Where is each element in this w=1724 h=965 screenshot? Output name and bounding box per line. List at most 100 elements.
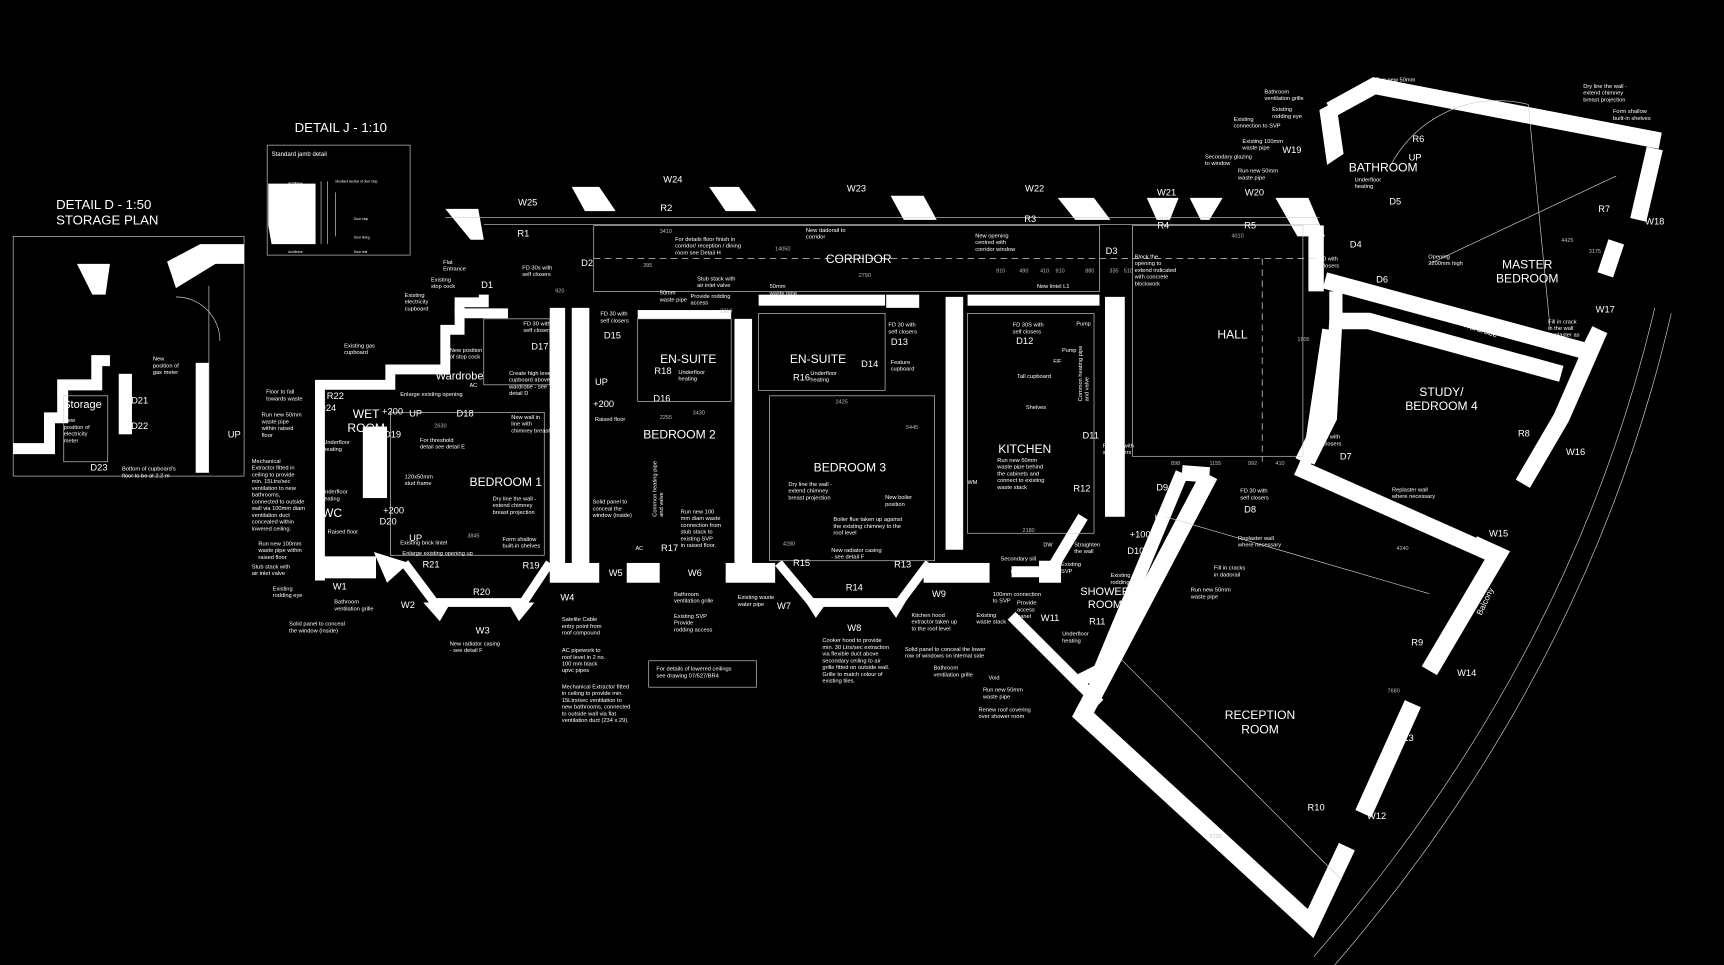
room-label-corridor: CORRIDOR [826, 252, 892, 266]
annotation-bath-vent1-line: Bathroom [334, 600, 359, 606]
window-tag: W24 [663, 175, 682, 185]
annotation-rodding-eye3-line: rodding eye [1272, 114, 1302, 120]
annotation-opening-2200-line: Opening [1428, 254, 1450, 260]
annotation-stub-stack2-line: air inlet valve [697, 283, 730, 289]
room-label-wet-room-line: ROOM [347, 421, 385, 435]
annotation-run50-kitchen-line: waste stack [996, 485, 1027, 491]
annotation-gas-cupboard-line: cupboard [344, 350, 368, 356]
radiator-tag: R13 [894, 559, 911, 569]
jamb-label: Architrave [288, 182, 303, 186]
room-label-wardrobe-line: Wardrobe [436, 370, 484, 382]
dimension-label: 14050 [775, 247, 790, 253]
window-tag: W6 [688, 568, 702, 578]
room-label-bedroom3-line: BEDROOM 3 [814, 461, 887, 475]
annotation-run100-b2-line: stub stack to [681, 530, 713, 536]
room-label-bedroom2: BEDROOM 2 [643, 428, 716, 442]
annotation-fd30s-d11-line: self closers [1103, 450, 1132, 456]
fixture-label: WM [968, 480, 978, 486]
annotation-dry-line3-line: extend chimney [1583, 91, 1623, 97]
annotation-roof-covering-line: Renew roof covering [979, 707, 1031, 713]
annotation-access-panel-line: panel [1017, 614, 1031, 620]
door-tag: D4 [1350, 239, 1362, 249]
annotation-waste-water-line: Existing waste [738, 595, 774, 601]
annotation-replaster1-line: where necessary [1391, 494, 1435, 500]
dimension-label: 510 [1124, 269, 1133, 275]
room-label-storage: Storage [63, 399, 101, 411]
window-tag: W22 [1025, 183, 1044, 193]
dimension-label: 5445 [906, 425, 918, 431]
radiator-tag: R14 [846, 582, 863, 592]
window-tag: W5 [609, 568, 623, 578]
annotation-shelves1-line: built-in shelves [502, 544, 540, 550]
annotation-satellite-line: entry point from [562, 624, 602, 630]
radiator-tag: R20 [473, 587, 490, 597]
annotation-ac-pipework-line: upvc pipes [562, 668, 589, 674]
door-tag: D17 [531, 342, 548, 352]
annotation-dry-line1-line: breast projection [493, 510, 535, 516]
window-tag: W14 [1457, 668, 1476, 678]
door-tag: D6 [1376, 275, 1388, 285]
annotation-ufh-wet-line: Underfloor [323, 440, 350, 446]
annotation-floor-fall-line: Floor to fall [266, 390, 294, 396]
dimension-label: 2255 [660, 415, 672, 421]
dimension-label: 3175 [1589, 249, 1601, 255]
room-label-bedroom1: BEDROOM 1 [470, 475, 543, 489]
window-tag: W7 [777, 601, 791, 611]
annotation-ufh-wet-line: heating [323, 447, 342, 453]
annotation-solid-panel2-line: window (inside) [592, 513, 632, 519]
annotation-satellite-line: Satelite Cable [562, 617, 598, 623]
annotation-dadorail-line: New dadorail to [806, 228, 846, 234]
annotation-mech-extractor1-line: ventilation duct [252, 513, 290, 519]
annotation-rodding-access-line: access [690, 301, 708, 307]
door-tag: D21 [131, 396, 148, 406]
annotation-elec-meter-line: meter [64, 438, 79, 444]
fixture-label: AC [1504, 352, 1512, 358]
annotation-mech-extractor1-line: Extractor fitted in [252, 466, 295, 472]
annotation-fd30-d15-line: self closers [600, 318, 629, 324]
annotation-conn-svp2-line: Existing [1234, 117, 1254, 123]
annotation-ufh-es2-line: Underfloor [810, 371, 837, 377]
dimension-label: 4425 [1561, 238, 1573, 244]
door-tag: D20 [380, 516, 397, 526]
annotation-fd30s-d1-line: self closers [522, 272, 551, 278]
annotation-access-panel-line: access [1017, 607, 1035, 613]
annotation-lintel-l1-line: New lintel L1 [1037, 284, 1070, 290]
annotation-enlarge-opening: Enlarge existing opening [400, 392, 462, 398]
annotation-fill-crack-line: /replaster as [1548, 333, 1580, 339]
jamb-label: Door lining [354, 236, 370, 240]
note-box [648, 660, 757, 688]
radiator-tag: R4 [1157, 221, 1169, 231]
annotation-heating-pipe1: Common heating pipeand valve [652, 461, 665, 517]
level-marker: +100 [1130, 530, 1151, 540]
annotation-dry-line2-line: Dry line the wall - [788, 482, 832, 488]
annotation-new-opening-line: New opening [975, 233, 1008, 239]
annotation-lowered-ceilings-line: For details of lowered ceilings [656, 667, 731, 673]
annotation-stop-cock-line: Existing [431, 277, 451, 283]
annotation-solid-panel2-line: Solid panel to [593, 500, 628, 506]
door-tag: D8 [1244, 504, 1256, 514]
annotation-new-stop-cock-line: New position [450, 348, 483, 354]
door-tag: D7 [1340, 452, 1352, 462]
annotation-hood-extractor-line: Kitchen hood [911, 613, 944, 619]
annotation-dry-line3-line: Dry line the wall - [1583, 84, 1627, 90]
annotation-waste100-line: waste pipe [1241, 146, 1269, 152]
building-walls [315, 77, 1672, 965]
